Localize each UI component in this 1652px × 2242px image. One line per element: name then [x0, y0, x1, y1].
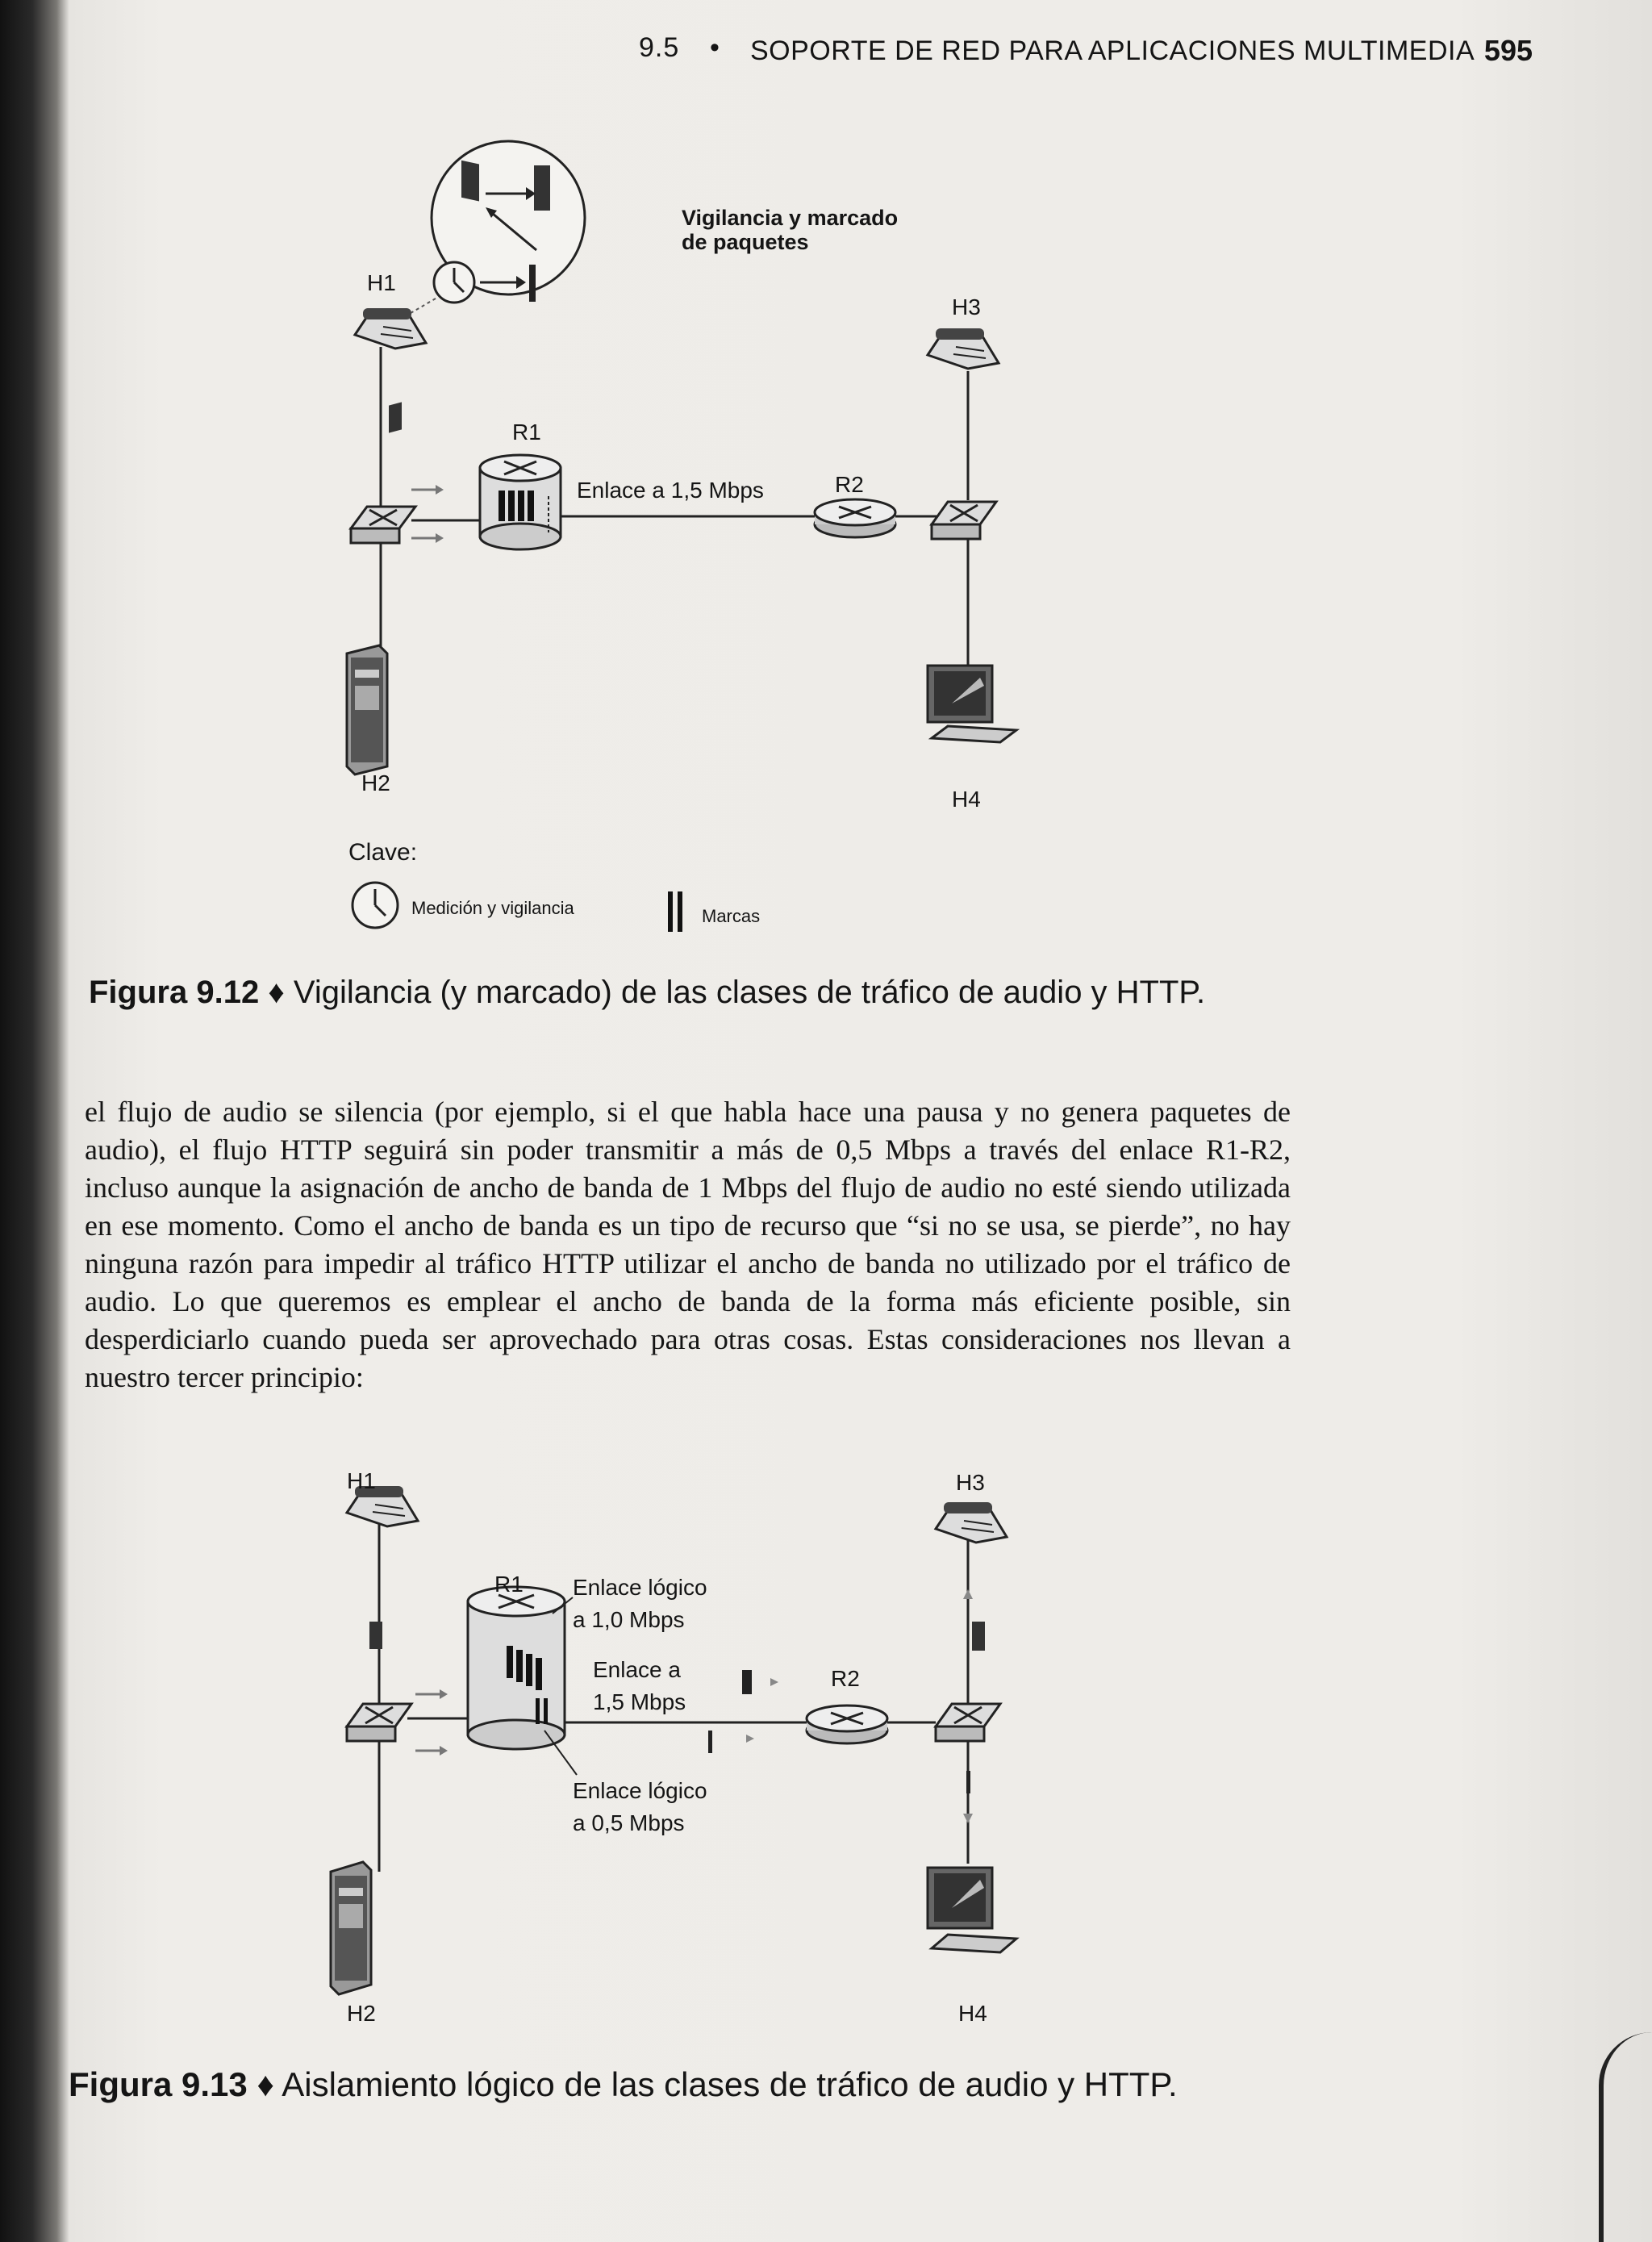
r1-router-icon	[468, 1587, 565, 1749]
r1-router-icon	[480, 455, 561, 549]
switch-right-icon	[936, 1704, 1000, 1741]
callout-label: Vigilancia y marcado de paquetes	[682, 206, 898, 254]
h3-label: H3	[956, 1470, 985, 1496]
header-title: SOPORTE DE RED PARA APLICACIONES MULTIME…	[750, 35, 1475, 67]
key-label-measurement: Medición y vigilancia	[411, 898, 574, 919]
r2-router-icon	[807, 1706, 887, 1743]
policing-callout	[387, 141, 585, 327]
key-label-marks: Marcas	[702, 906, 760, 927]
r1-label: R1	[512, 420, 541, 445]
body-paragraph: el flujo de audio se silencia (por ejemp…	[85, 1093, 1291, 1397]
caption-number: Figura 9.13	[69, 2065, 248, 2103]
h4-label: H4	[952, 787, 981, 812]
switch-right-icon	[932, 502, 996, 539]
h1-label: H1	[367, 270, 396, 296]
h3-phone-icon	[928, 328, 999, 369]
running-header: 9.5 • SOPORTE DE RED PARA APLICACIONES M…	[629, 24, 1533, 73]
http-packet-icon	[966, 1771, 970, 1793]
caption-separator: ♦	[268, 975, 284, 1010]
h2-server-icon	[347, 645, 387, 774]
page-number: 595	[1484, 34, 1533, 68]
r2-label: R2	[831, 1666, 860, 1692]
h2-server-icon	[331, 1862, 371, 1994]
audio-packet-icon	[369, 1622, 382, 1649]
http-packet-icon	[708, 1731, 712, 1753]
paragraph-text: el flujo de audio se silencia (por ejemp…	[85, 1093, 1291, 1397]
h3-phone-icon	[936, 1502, 1007, 1543]
figure-9-12-caption: Figura 9.12 ♦ Vigilancia (y marcado) de …	[89, 975, 1205, 1011]
key-marks-icon	[668, 891, 682, 932]
h4-label: H4	[958, 2001, 987, 2027]
link-label: Enlace a 1,5 Mbps	[593, 1654, 686, 1718]
r2-label: R2	[835, 472, 864, 498]
figure-9-12: Vigilancia y marcado de paquetes H1 H3 R…	[307, 129, 1065, 936]
h2-label: H2	[347, 2001, 376, 2027]
network-diagram-9-13	[266, 1452, 1073, 2033]
h1-phone-icon	[355, 308, 426, 349]
switch-left-icon	[347, 1704, 411, 1741]
caption-separator: ♦	[257, 2065, 273, 2103]
key-title: Clave:	[348, 839, 417, 866]
audio-packet-icon	[972, 1622, 985, 1651]
book-spine-shadow	[0, 0, 69, 2242]
header-bullet: •	[710, 32, 720, 64]
logical-link-2-label: Enlace lógico a 0,5 Mbps	[573, 1775, 707, 1839]
caption-text: Aislamiento lógico de las clases de tráf…	[282, 2065, 1177, 2103]
h2-label: H2	[361, 770, 390, 796]
switch-left-icon	[351, 507, 415, 543]
link-label: Enlace a 1,5 Mbps	[577, 478, 764, 503]
r1-label: R1	[494, 1572, 524, 1597]
h4-monitor-icon	[928, 666, 1016, 742]
r2-router-icon	[815, 499, 895, 537]
caption-text: Vigilancia (y marcado) de las clases de …	[294, 975, 1205, 1010]
section-number: 9.5	[639, 32, 679, 64]
h4-monitor-icon	[928, 1868, 1016, 1952]
h3-label: H3	[952, 294, 981, 320]
key-clock-icon	[353, 883, 398, 928]
audio-packet-icon	[742, 1670, 752, 1694]
figure-9-13-caption: Figura 9.13 ♦ Aislamiento lógico de las …	[69, 2065, 1178, 2104]
caption-number: Figura 9.12	[89, 975, 259, 1010]
h1-label: H1	[347, 1468, 376, 1494]
logical-link-1-label: Enlace lógico a 1,0 Mbps	[573, 1572, 707, 1636]
page-curl	[1599, 2032, 1652, 2242]
figure-9-13: H1 H3 R1 Enlace lógico a 1,0 Mbps Enlace…	[266, 1452, 1073, 2033]
audio-packet-icon	[389, 402, 402, 432]
